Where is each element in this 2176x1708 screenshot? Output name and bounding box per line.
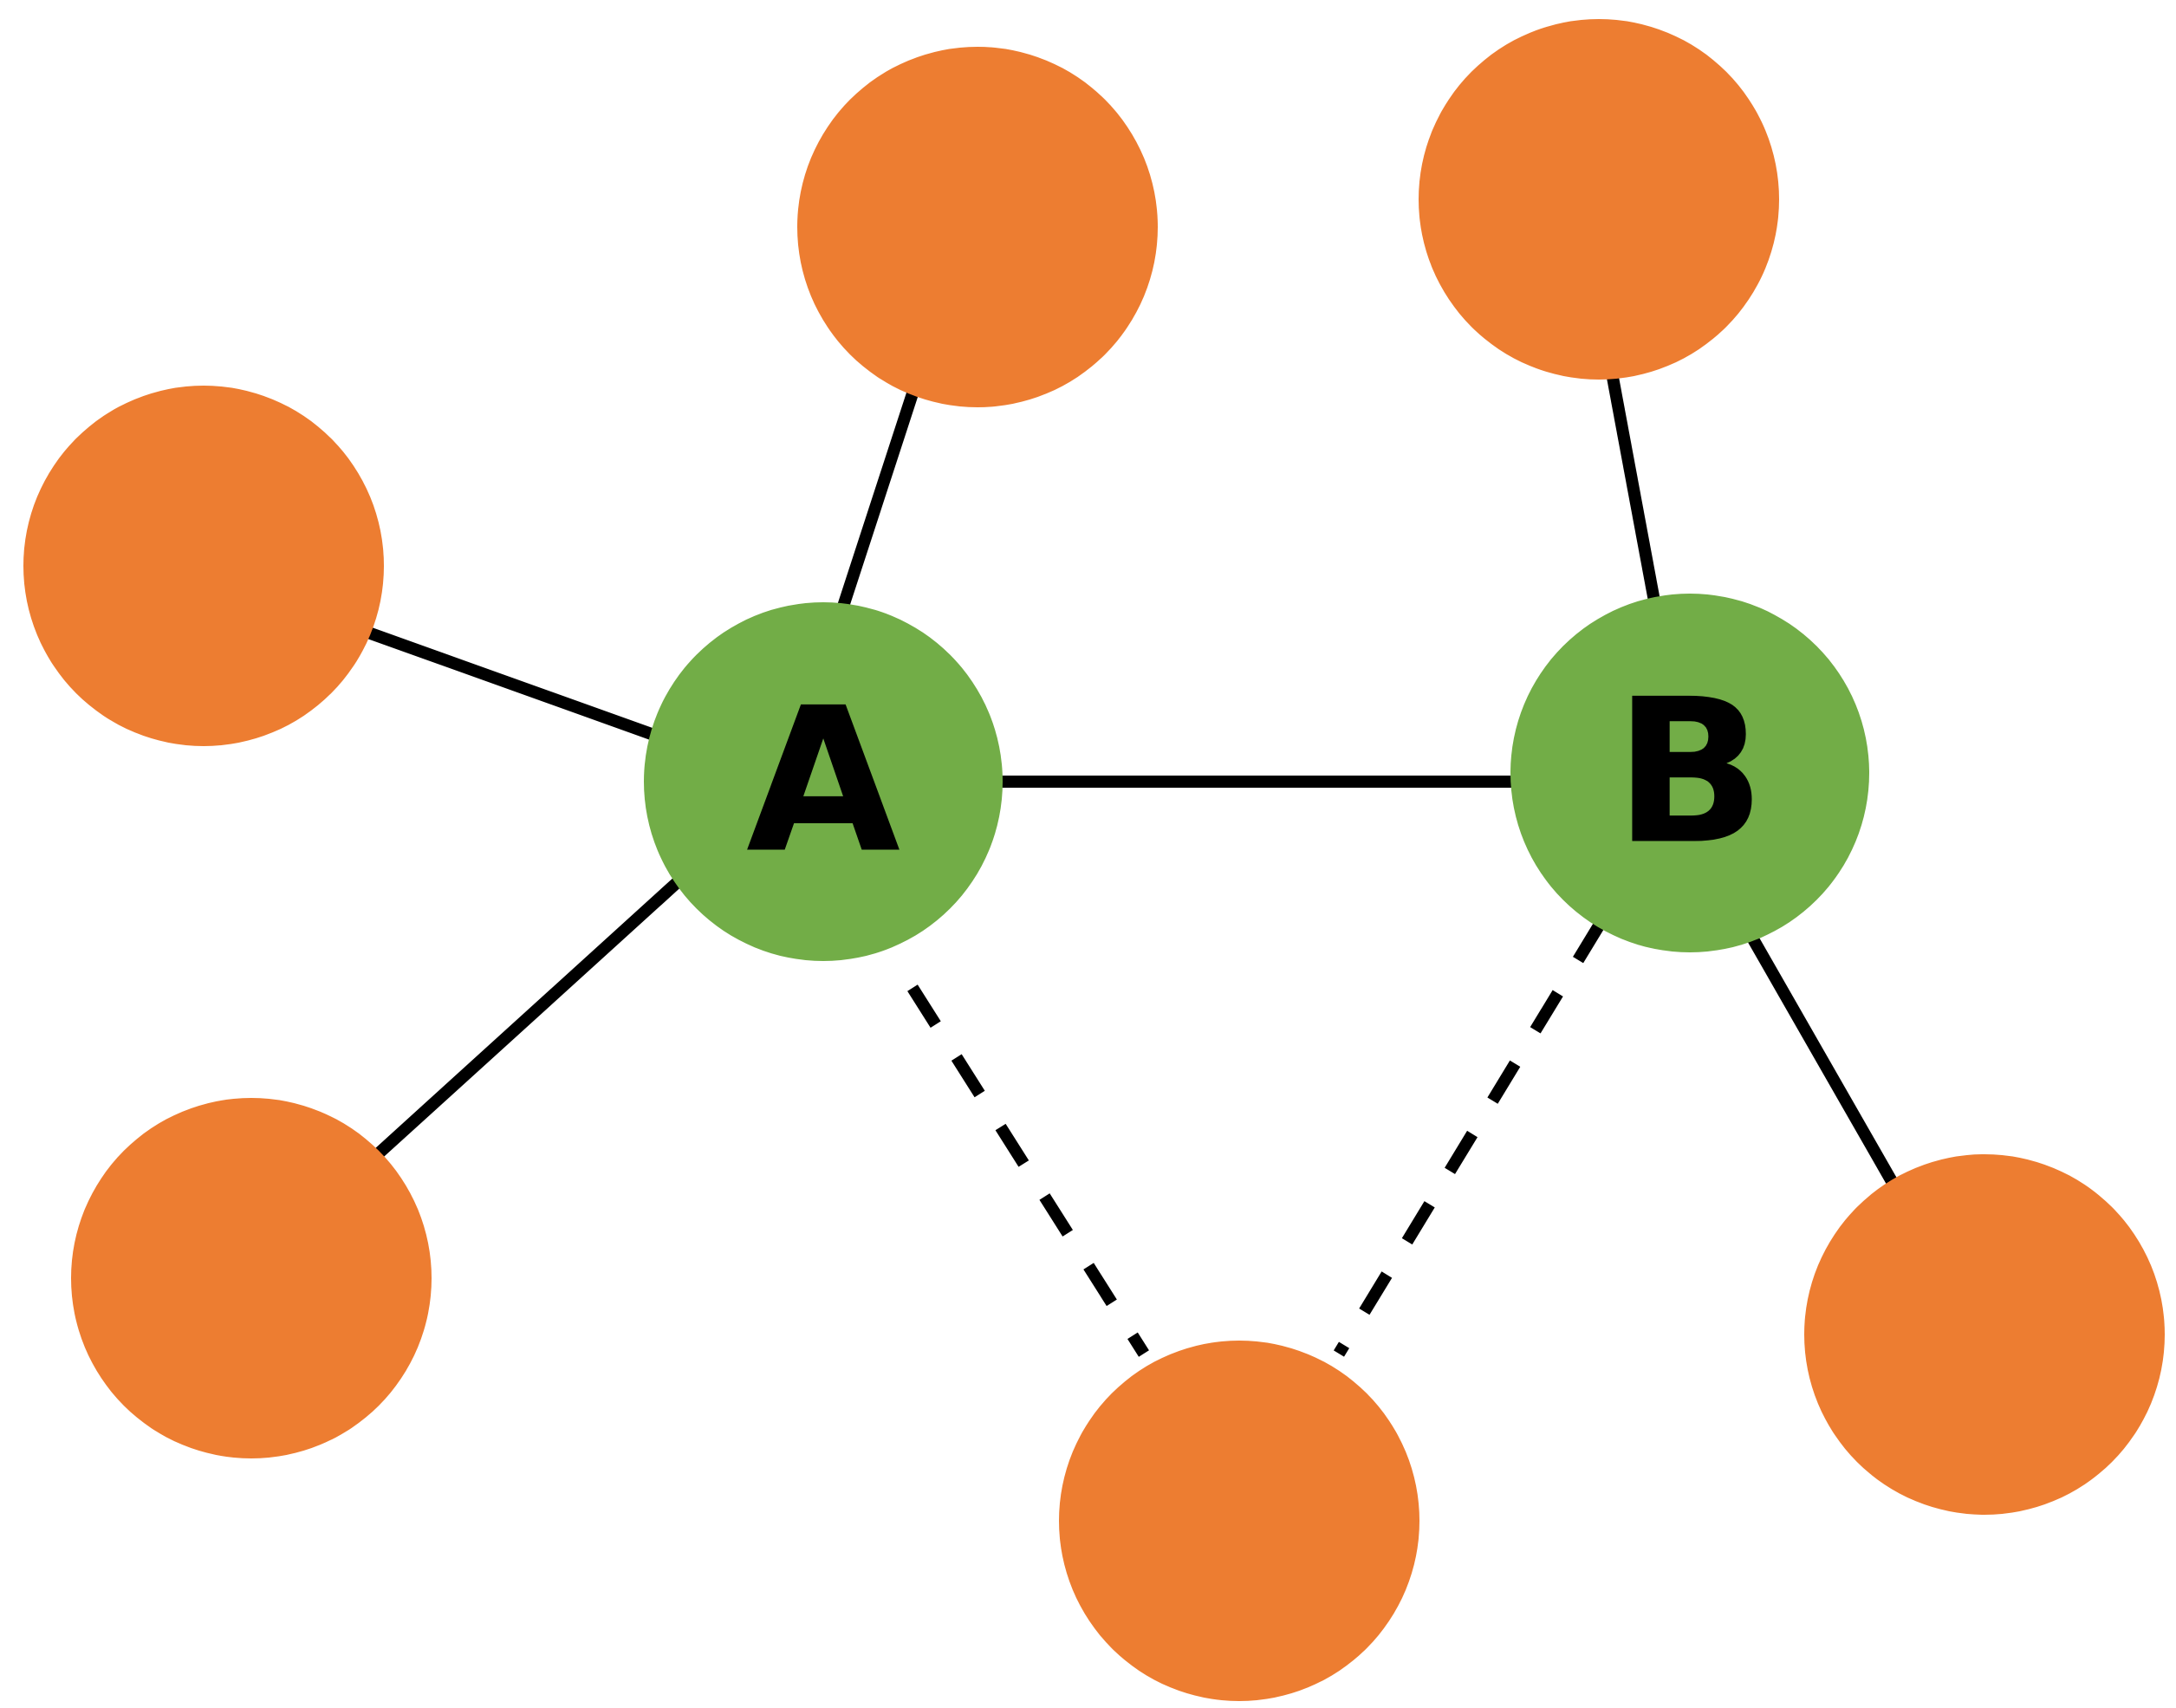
- leaf-node-bottom-right: [1804, 1154, 2165, 1515]
- node-b-label: B: [1614, 658, 1765, 889]
- node-a: A: [644, 602, 1003, 961]
- edge-a-leaf-left: [366, 627, 661, 743]
- edges: [366, 371, 1902, 1357]
- node-b: B: [1510, 594, 1869, 952]
- edge-b-leaf-bottom-right: [1746, 934, 1902, 1192]
- edge-a-leaf-top: [833, 386, 920, 622]
- edge-a-leaf-bottom-left: [375, 874, 685, 1158]
- leaf-node-left: [23, 386, 384, 746]
- edge-a-leaf-bottom-dashed: [907, 984, 1149, 1357]
- node-a-label: A: [746, 666, 900, 898]
- leaf-node-bottom-left: [71, 1098, 432, 1458]
- leaf-nodes: [23, 19, 2165, 1701]
- leaf-node-top: [797, 47, 1158, 407]
- leaf-node-top-right: [1419, 19, 1779, 380]
- edge-b-leaf-bottom-dashed: [1334, 919, 1606, 1357]
- node-b-circle: [1510, 594, 1869, 952]
- node-a-circle: [644, 602, 1003, 961]
- leaf-node-bottom: [1059, 1341, 1419, 1701]
